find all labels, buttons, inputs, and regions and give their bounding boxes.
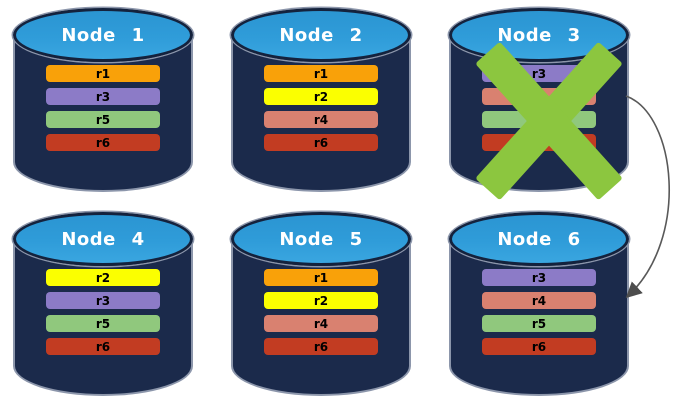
record-label: r1	[95, 66, 111, 81]
node-4-records: r2 r3 r5 r6	[46, 269, 160, 361]
record-bar: r5	[46, 111, 160, 128]
node-6-title: Node 6	[497, 228, 581, 250]
record-label: r6	[313, 135, 329, 150]
record-label: r1	[313, 270, 329, 285]
record-bar	[482, 88, 596, 105]
node-3-cylinder-top: Node 3	[449, 8, 629, 62]
node-5-title: Node 5	[279, 228, 363, 250]
record-bar	[482, 134, 596, 151]
record-bar: r2	[264, 292, 378, 309]
record-label: r2	[95, 270, 111, 285]
record-bar: r6	[46, 134, 160, 151]
record-label: r3	[95, 293, 111, 308]
record-bar: r6	[482, 338, 596, 355]
record-label: r5	[95, 112, 111, 127]
node-1: Node 1 r1 r3 r5 r6	[13, 8, 193, 192]
record-label: r6	[95, 339, 111, 354]
node-2-title: Node 2	[279, 24, 363, 46]
record-bar: r3	[482, 269, 596, 286]
node-1-title: Node 1	[61, 24, 145, 46]
node-3-records: r3	[482, 65, 596, 157]
node-5-records: r1 r2 r4 r6	[264, 269, 378, 361]
record-bar	[482, 111, 596, 128]
node-3-title: Node 3	[497, 24, 581, 46]
record-label: r6	[313, 339, 329, 354]
node-5-cylinder-top: Node 5	[231, 212, 411, 266]
record-label: r3	[531, 66, 547, 81]
record-bar: r2	[46, 269, 160, 286]
record-bar: r1	[264, 65, 378, 82]
record-label: r5	[95, 316, 111, 331]
node-6-records: r3 r4 r5 r6	[482, 269, 596, 361]
node-3: Node 3 r3	[449, 8, 629, 192]
node-2-records: r1 r2 r4 r6	[264, 65, 378, 157]
node-4: Node 4 r2 r3 r5 r6	[13, 212, 193, 396]
node-4-title: Node 4	[61, 228, 145, 250]
record-label: r3	[95, 89, 111, 104]
node-1-records: r1 r3 r5 r6	[46, 65, 160, 157]
record-label: r4	[313, 316, 329, 331]
record-bar: r6	[264, 134, 378, 151]
record-bar: r1	[264, 269, 378, 286]
record-bar: r5	[46, 315, 160, 332]
record-label: r2	[313, 89, 329, 104]
record-label: r4	[531, 293, 547, 308]
record-label: r1	[313, 66, 329, 81]
node-1-cylinder-top: Node 1	[13, 8, 193, 62]
record-bar: r1	[46, 65, 160, 82]
node-2-cylinder-top: Node 2	[231, 8, 411, 62]
record-label: r2	[313, 293, 329, 308]
record-bar: r4	[264, 315, 378, 332]
record-bar: r5	[482, 315, 596, 332]
record-bar: r6	[264, 338, 378, 355]
node-4-cylinder-top: Node 4	[13, 212, 193, 266]
node-6: Node 6 r3 r4 r5 r6	[449, 212, 629, 396]
record-bar: r2	[264, 88, 378, 105]
record-label: r6	[531, 339, 547, 354]
record-bar: r3	[482, 65, 596, 82]
record-label: r4	[313, 112, 329, 127]
record-label: r6	[95, 135, 111, 150]
record-label: r5	[531, 316, 547, 331]
node-6-cylinder-top: Node 6	[449, 212, 629, 266]
node-2: Node 2 r1 r2 r4 r6	[231, 8, 411, 192]
record-label: r3	[531, 270, 547, 285]
record-bar: r3	[46, 292, 160, 309]
node-5: Node 5 r1 r2 r4 r6	[231, 212, 411, 396]
record-bar: r4	[482, 292, 596, 309]
record-bar: r6	[46, 338, 160, 355]
record-bar: r3	[46, 88, 160, 105]
record-bar: r4	[264, 111, 378, 128]
